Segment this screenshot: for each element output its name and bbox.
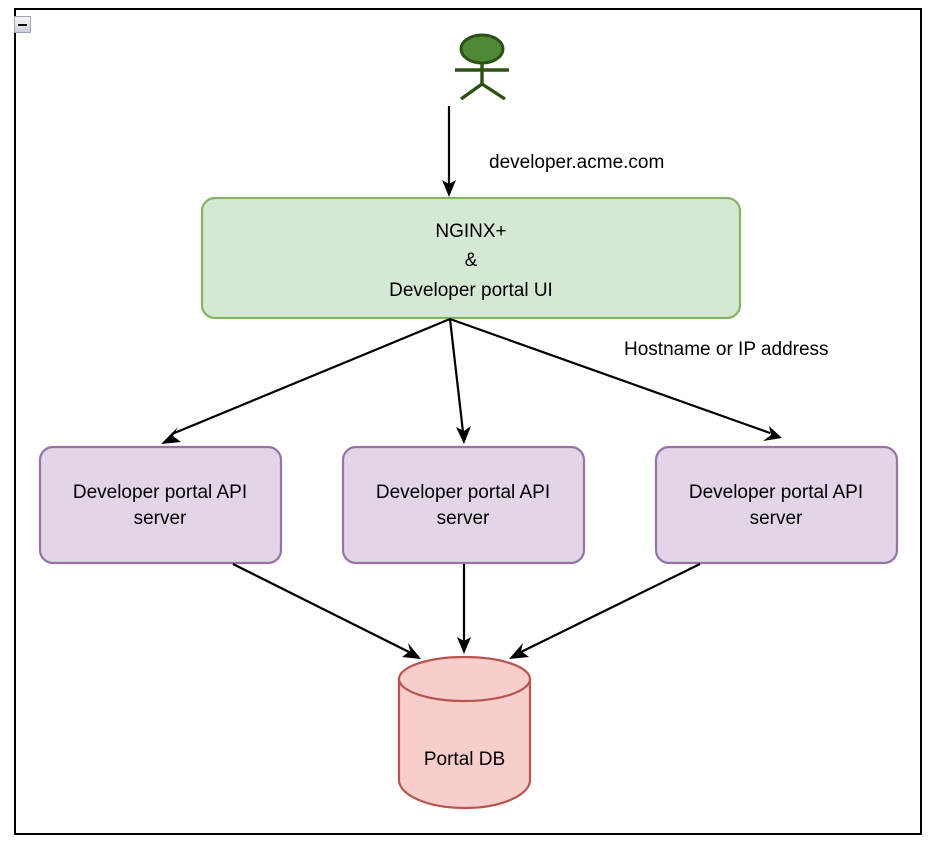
api-server-1-box-shape <box>38 445 283 565</box>
edge-api-1-to-db <box>232 563 421 659</box>
developer-actor <box>455 33 509 101</box>
actor-leg-left <box>460 82 483 101</box>
api-server-1-label-line2: server <box>134 508 187 529</box>
node-api-server-1[interactable]: Developer portal API server <box>38 445 283 565</box>
edge-api-3-to-db <box>509 563 701 659</box>
db-label: Portal DB <box>424 749 505 770</box>
nginx-label-line2: & <box>465 250 478 271</box>
collapse-button[interactable] <box>14 16 31 33</box>
minus-icon <box>18 24 27 26</box>
api-server-3-label-line2: server <box>750 508 803 529</box>
edge-label-hostname-or-ip: Hostname or IP address <box>624 339 829 360</box>
edge-api-2-to-db <box>457 564 471 654</box>
nginx-label-line1: NGINX+ <box>435 221 506 242</box>
actor-head-icon <box>459 33 505 65</box>
api-server-1-label-line1: Developer portal API <box>73 482 247 503</box>
edge-label-developer-acme-com: developer.acme.com <box>489 152 664 173</box>
api-server-3-box-shape <box>654 445 899 565</box>
node-api-server-3[interactable]: Developer portal API server <box>654 445 899 565</box>
api-server-2-box-shape <box>341 445 586 565</box>
db-cylinder-body <box>397 677 532 810</box>
actor-leg-right <box>481 82 506 101</box>
node-nginx-developer-portal-ui[interactable]: NGINX+ & Developer portal UI <box>200 196 742 320</box>
diagram-frame <box>14 8 922 835</box>
edge-nginx-to-api-3 <box>449 317 782 441</box>
api-server-2-label-line1: Developer portal API <box>376 482 550 503</box>
db-cylinder-top <box>397 655 532 703</box>
edge-actor-to-nginx <box>442 106 456 197</box>
edge-nginx-to-api-1 <box>161 317 451 444</box>
api-server-3-label-line1: Developer portal API <box>689 482 863 503</box>
api-server-2-label-line2: server <box>437 508 490 529</box>
edge-nginx-to-api-2 <box>448 318 471 444</box>
nginx-box-shape <box>200 196 742 320</box>
node-portal-db[interactable]: Portal DB <box>397 655 532 810</box>
node-api-server-2[interactable]: Developer portal API server <box>341 445 586 565</box>
nginx-label-line3: Developer portal UI <box>389 280 553 301</box>
